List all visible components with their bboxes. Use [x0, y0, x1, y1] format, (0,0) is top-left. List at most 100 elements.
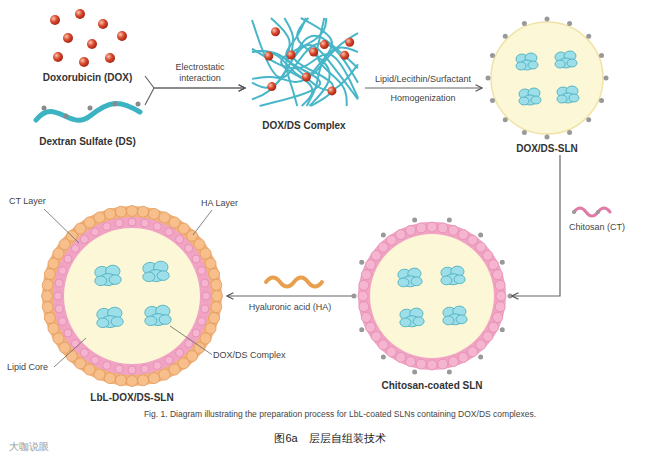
- watermark: 大咖说眼: [8, 441, 50, 452]
- dox-molecule: [287, 50, 296, 59]
- chitosan-bead: [438, 223, 448, 233]
- dox-molecule: [79, 57, 89, 67]
- chitosan-bead: [91, 356, 99, 364]
- ha-bead: [148, 208, 159, 219]
- dox-ds-complex: [519, 88, 541, 105]
- surface-charge: [381, 354, 386, 359]
- chitosan-bead: [176, 235, 184, 243]
- process-arrow: [512, 155, 560, 296]
- complex-lobe: [143, 272, 155, 282]
- complex-lobe: [456, 315, 467, 324]
- chitosan-bead: [64, 255, 72, 263]
- surface-charge: [490, 98, 495, 103]
- stage-label: Chitosan-coated SLN: [381, 379, 482, 392]
- complex-lobe: [411, 277, 422, 286]
- surface-charge: [359, 327, 364, 332]
- ha-bead: [127, 376, 138, 387]
- chitosan-bead: [448, 225, 458, 235]
- chitosan-bead: [103, 362, 111, 370]
- surface-charge: [478, 354, 483, 359]
- complex-lobe: [413, 317, 424, 326]
- surface-charge: [490, 53, 495, 58]
- dox-molecule: [264, 52, 273, 61]
- chitosan-bead: [386, 235, 396, 245]
- dox-molecule: [105, 53, 115, 63]
- chitosan-bead: [406, 225, 416, 235]
- chitosan-bead: [115, 219, 123, 227]
- chitosan-bead: [416, 359, 426, 369]
- chitosan-bead: [476, 242, 486, 252]
- surface-charge: [500, 327, 505, 332]
- chitosan-bead: [198, 317, 206, 325]
- complex-lobe: [145, 316, 157, 326]
- ha-bead: [105, 373, 116, 384]
- chitosan-bead: [64, 329, 72, 337]
- surface-charge: [599, 53, 604, 58]
- surface-charge: [359, 260, 364, 265]
- surface-charge: [604, 76, 609, 81]
- surface-charge: [478, 233, 483, 238]
- chitosan-bead: [358, 291, 368, 301]
- surface-charge: [522, 130, 527, 135]
- stage-node: DOX/DS Complex: [245, 14, 363, 132]
- sulfate-charge: [136, 102, 141, 107]
- ha-bead: [138, 375, 149, 386]
- polymer-strand: [252, 51, 358, 90]
- polymer-strand: [301, 18, 332, 106]
- complex-lobe: [454, 275, 465, 284]
- ha-bead: [105, 208, 116, 219]
- dox-molecule: [271, 27, 280, 36]
- chitosan-bead: [192, 329, 200, 337]
- chitosan-bead: [378, 340, 388, 350]
- complex-lobe: [567, 59, 577, 67]
- stage-label: DOX/DS-SLN: [516, 142, 578, 155]
- ha-bead: [159, 212, 170, 223]
- dox-molecule: [117, 31, 127, 41]
- chitosan-bead: [448, 357, 458, 367]
- ha-bead: [209, 312, 220, 323]
- chitosan-bead: [386, 347, 396, 357]
- surface-charge: [586, 34, 591, 39]
- leader-line: [193, 210, 212, 235]
- part-label: CT Layer: [8, 196, 47, 207]
- dox-molecule: [87, 39, 97, 49]
- chitosan-bead: [55, 305, 63, 313]
- sln-particle: [486, 17, 609, 140]
- surface-charge: [545, 135, 550, 140]
- chitosan-bead: [103, 222, 111, 230]
- chitosan-layer: [358, 222, 506, 370]
- stage-node: Dextran Sulfate (DS): [30, 95, 145, 148]
- chitosan-bead: [71, 244, 79, 252]
- dox-ds-complex: [557, 86, 579, 103]
- ha-bead: [205, 323, 216, 334]
- lipid-core: [370, 234, 494, 358]
- ha-bead: [42, 279, 53, 290]
- surface-charge: [599, 98, 604, 103]
- chitosan-reagent: [572, 208, 610, 216]
- process-arrow: [227, 295, 352, 296]
- ha-bead: [138, 206, 149, 217]
- chitosan-bead: [141, 365, 149, 373]
- ha-reagent: [266, 278, 322, 287]
- surface-charge: [508, 294, 513, 299]
- chitosan-bead: [198, 267, 206, 275]
- part-label: HA Layer: [200, 198, 239, 209]
- process-arrow: [145, 88, 245, 105]
- chitosan-coated-particle: [352, 217, 513, 374]
- ha-bead: [205, 258, 216, 269]
- complex-lobe: [109, 275, 121, 285]
- dox-ds-complex: [143, 261, 169, 281]
- dox-molecule: [98, 19, 108, 29]
- complex-lobe: [441, 276, 452, 285]
- chitosan-bead: [493, 270, 503, 280]
- chitosan-bead: [192, 255, 200, 263]
- dox-molecule: [345, 38, 354, 47]
- part-label: Lipid Core: [6, 362, 49, 373]
- chitosan-bead: [58, 267, 66, 275]
- complex-lobe: [557, 95, 567, 103]
- chitosan-bead: [416, 223, 426, 233]
- complex-lobe: [159, 315, 171, 325]
- dox-ds-complex: [400, 308, 424, 327]
- dox-molecule: [267, 82, 276, 91]
- dextran-sulfate-chain: [36, 102, 141, 121]
